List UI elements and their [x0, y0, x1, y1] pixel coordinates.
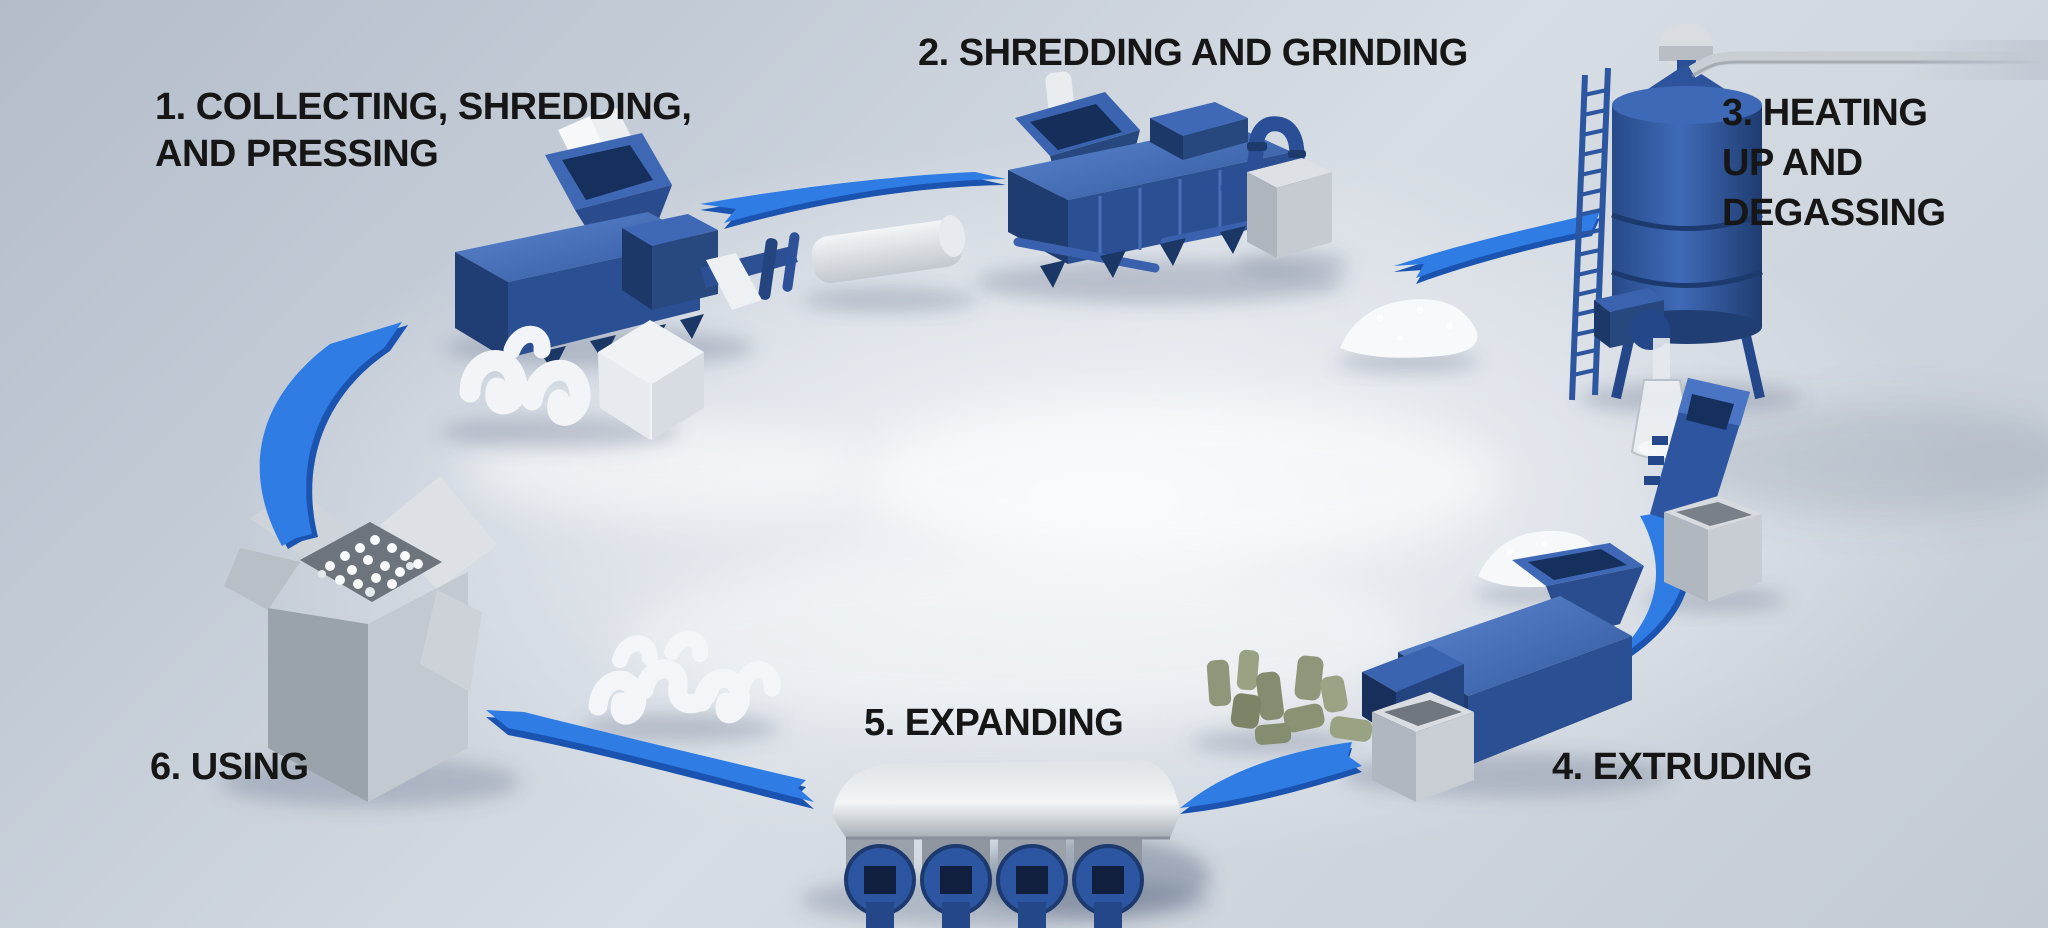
silo-pipe — [1688, 51, 2040, 78]
pressed-foam-log — [811, 215, 966, 284]
expander-machine — [832, 760, 1210, 928]
foam-squiggles — [588, 630, 781, 725]
powder-pile-grinding — [1340, 299, 1478, 358]
arrow-1-to-2 — [700, 172, 1006, 229]
step-6-label: 6. USING — [150, 746, 309, 788]
foam-packaging-pieces — [459, 320, 704, 440]
step-3-label: 3. HEATING UP AND DEGASSING — [1722, 92, 1946, 234]
arrow-4-to-5 — [1180, 742, 1362, 814]
extruder-machine — [1362, 543, 1644, 802]
extruder-output-box — [1372, 692, 1474, 802]
pressed-strip — [706, 253, 762, 310]
silo-ladder — [1569, 67, 1611, 401]
arrow-6-to-1 — [259, 322, 408, 549]
expander-units — [844, 836, 1144, 928]
expander-canopy — [832, 760, 1180, 838]
shredder-machine — [1008, 71, 1306, 288]
silo-pump — [1594, 288, 1670, 350]
shredder-feet — [1040, 226, 1246, 288]
floor-glow — [460, 400, 1500, 725]
arrow-5-to-6 — [486, 710, 814, 809]
foam-beads — [318, 535, 423, 597]
conveyor-output-box — [1664, 496, 1762, 602]
step-4-label: 4. EXTRUDING — [1552, 746, 1813, 788]
arrow-2-to-3 — [1394, 212, 1600, 284]
step-5-label: 5. EXPANDING — [864, 702, 1124, 744]
discharge-conveyor — [1644, 378, 1762, 602]
step-2-label: 2. SHREDDING AND GRINDING — [918, 32, 1468, 74]
press-machine — [455, 108, 800, 372]
step-1-label: 1. COLLECTING, SHREDDING, AND PRESSING — [155, 86, 692, 175]
recycled-pellets — [1206, 649, 1373, 745]
silo-tank — [1569, 23, 2048, 460]
collector-cube — [1247, 158, 1332, 258]
